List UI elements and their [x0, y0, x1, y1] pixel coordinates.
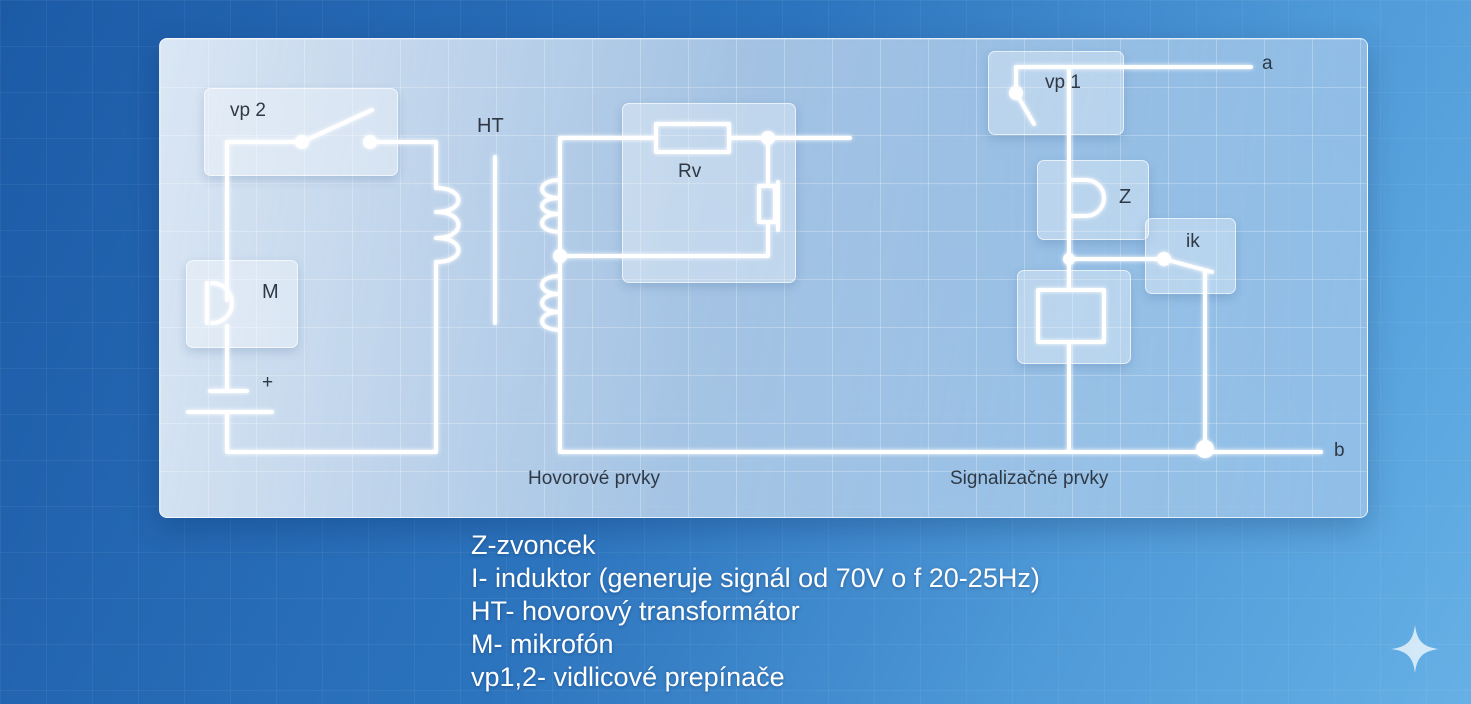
vp2-label: vp 2	[230, 100, 266, 121]
legend-item: vp1,2- vidlicové prepínače	[471, 662, 785, 692]
junction-dot	[363, 135, 377, 149]
ht-secondary-lower-coil	[540, 274, 562, 332]
sparkle-icon	[1391, 625, 1439, 673]
hovorove-prvky-label: Hovorové prvky	[528, 468, 660, 489]
junction-dot	[1063, 253, 1075, 265]
signalizacne-prvky-label: Signalizačné prvky	[950, 468, 1109, 489]
legend-item: I- induktor (generuje signál od 70V o f …	[471, 563, 1040, 593]
vp1-label: vp 1	[1045, 72, 1081, 93]
ht-primary-coil	[434, 186, 461, 264]
ik-switch-blade	[1162, 257, 1214, 274]
junction-dot	[1157, 252, 1171, 266]
junction-dot	[761, 131, 775, 145]
bell-symbol	[1067, 178, 1106, 218]
ht-label: HT	[477, 115, 504, 137]
junction-dot	[553, 249, 567, 263]
junction-dot	[1009, 86, 1023, 100]
vp2-to-ht-wire	[368, 140, 438, 190]
inductor-symbol	[1036, 288, 1106, 344]
vp2-switch-blade	[300, 108, 374, 144]
bell-label: Z	[1119, 186, 1132, 208]
ht-secondary-top-wire	[558, 136, 658, 258]
legend-item: Z-zvoncek	[471, 530, 596, 560]
ik-label: ik	[1186, 231, 1200, 252]
rv-capacitor-block	[757, 184, 777, 224]
legend-item: M- mikrofón	[471, 629, 614, 659]
ht-primary-return-wire	[225, 260, 438, 454]
microphone-label: M	[262, 281, 279, 303]
bell-card	[1037, 160, 1149, 240]
junction-dot	[295, 135, 309, 149]
circuit-panel	[159, 38, 1368, 518]
battery-plus-label: +	[262, 372, 274, 393]
ht-secondary-upper-coil	[540, 178, 562, 234]
rv-label: Rv	[678, 161, 702, 182]
legend: Z-zvoncek I- induktor (generuje signál o…	[471, 529, 1040, 694]
microphone-symbol	[205, 281, 234, 325]
left-loop-wire	[225, 140, 304, 302]
rv-return-wire	[558, 220, 770, 258]
legend-item: HT- hovorový transformátor	[471, 596, 800, 626]
line-a-label: a	[1262, 53, 1273, 74]
vp2-card	[204, 88, 398, 176]
panel-grid	[160, 39, 1367, 517]
line-b-label: b	[1334, 440, 1345, 461]
junction-dot	[1196, 440, 1214, 458]
rv-resistor	[654, 122, 731, 154]
microphone-card	[186, 260, 298, 348]
